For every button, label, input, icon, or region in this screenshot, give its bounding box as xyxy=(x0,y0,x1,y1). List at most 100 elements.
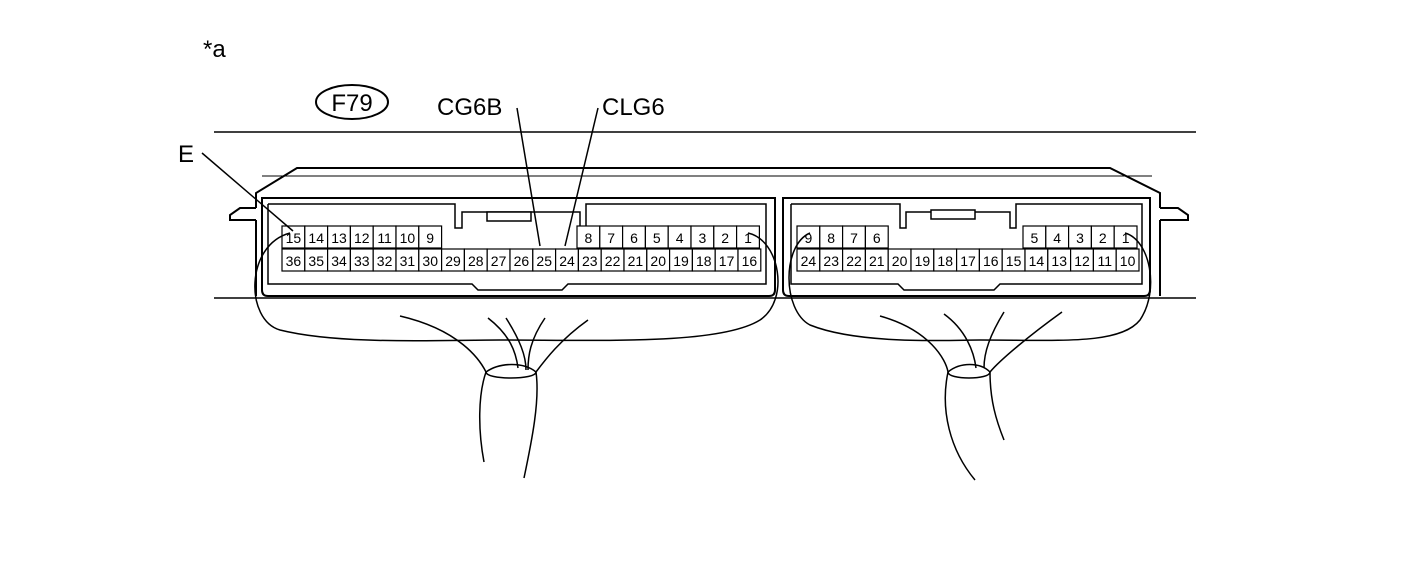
left-connector-bottom-pin-label: 22 xyxy=(605,253,621,269)
connector-id-oval xyxy=(315,84,389,120)
left-connector-top-pin-11: 11 xyxy=(372,225,397,249)
callout-cg6b-label: CG6B xyxy=(437,94,502,121)
left-connector-top-pin-label: 9 xyxy=(426,230,434,246)
left-connector-bottom-pin-label: 33 xyxy=(354,253,370,269)
right-connector-bottom-pin-label: 10 xyxy=(1120,253,1136,269)
right-connector-top-pin-label: 5 xyxy=(1031,230,1039,246)
left-connector-top-pin-2: 2 xyxy=(713,225,738,249)
left-connector-bottom-pin-33: 33 xyxy=(349,248,374,272)
left-connector-bottom-pin-31: 31 xyxy=(395,248,420,272)
left-connector-bottom-pin-label: 18 xyxy=(696,253,712,269)
left-connector-bottom-pin-30: 30 xyxy=(418,248,443,272)
left-connector-top-pin-13: 13 xyxy=(327,225,352,249)
left-connector-bottom-pin-21: 21 xyxy=(623,248,648,272)
left-connector-top-pin-12: 12 xyxy=(349,225,374,249)
right-harness-clamp xyxy=(947,363,991,379)
left-connector-bottom-pin-24: 24 xyxy=(554,248,579,272)
left-connector-bottom-pin-label: 35 xyxy=(308,253,324,269)
right-connector-top-pin-7: 7 xyxy=(841,225,866,249)
right-connector-bottom-pin-16: 16 xyxy=(978,248,1003,272)
left-connector-bottom-pin-label: 24 xyxy=(559,253,575,269)
left-connector-bottom-pin-label: 27 xyxy=(491,253,507,269)
left-connector-bottom-pin-22: 22 xyxy=(600,248,625,272)
right-connector-bottom-pin-label: 15 xyxy=(1006,253,1022,269)
callout-clg6-label: CLG6 xyxy=(602,94,665,121)
left-connector-bottom-pin-label: 16 xyxy=(742,253,758,269)
left-harness-bundle-left xyxy=(399,315,487,463)
ecu-housing xyxy=(229,167,1189,296)
right-connector-bottom-pin-23: 23 xyxy=(819,248,844,272)
left-connector-bottom-pin-32: 32 xyxy=(372,248,397,272)
wire-harness xyxy=(254,232,1152,481)
left-connector-bottom-pin-16: 16 xyxy=(737,248,762,272)
left-connector-inner xyxy=(267,203,767,291)
left-connector-bottom-pin-label: 19 xyxy=(673,253,689,269)
right-connector-top-pin-label: 3 xyxy=(1076,230,1084,246)
housing-right-flange xyxy=(1160,207,1189,221)
callouts xyxy=(201,107,599,247)
right-connector-bottom-pin-11: 11 xyxy=(1092,248,1117,272)
right-connector-top-pin-2: 2 xyxy=(1090,225,1115,249)
left-connector-top-pin-8: 8 xyxy=(576,225,601,249)
right-harness-strand-2 xyxy=(983,311,1005,369)
right-connector-bottom-pin-18: 18 xyxy=(933,248,958,272)
left-connector-top-pin-label: 1 xyxy=(744,230,752,246)
left-connector-bottom-pin-label: 26 xyxy=(514,253,530,269)
left-harness-loop xyxy=(254,232,779,342)
right-connector-bottom-pin-label: 22 xyxy=(846,253,862,269)
left-connector-bottom-pin-label: 32 xyxy=(377,253,393,269)
left-connector-bottom-pin-28: 28 xyxy=(463,248,488,272)
left-connector-bottom-pin-17: 17 xyxy=(714,248,739,272)
left-connector-body xyxy=(261,197,776,297)
callout-e-leader xyxy=(201,152,294,232)
left-connector-top-pin-label: 6 xyxy=(630,230,638,246)
left-connector-top-pin-10: 10 xyxy=(395,225,420,249)
left-connector-bottom-pin-label: 23 xyxy=(582,253,598,269)
left-connector-top-pin-4: 4 xyxy=(667,225,692,249)
right-connector-top-pin-label: 4 xyxy=(1053,230,1061,246)
housing-top-outline xyxy=(255,167,1161,208)
figure-tag: *a xyxy=(203,36,226,63)
left-connector-top-pin-label: 14 xyxy=(308,230,324,246)
left-connector-bottom-pin-35: 35 xyxy=(304,248,329,272)
left-connector-top-pin-cell xyxy=(735,225,760,249)
right-connector-key xyxy=(930,209,976,220)
left-connector-bottom-pin-label: 25 xyxy=(536,253,552,269)
left-connector-bottom-pin-27: 27 xyxy=(486,248,511,272)
left-connector-top-pin-label: 3 xyxy=(699,230,707,246)
right-connector-bottom-pin-label: 17 xyxy=(960,253,976,269)
right-harness-strand-1 xyxy=(943,313,977,369)
left-connector-top-pin-9: 9 xyxy=(418,225,443,249)
left-connector-top-pin-cell xyxy=(418,225,443,249)
left-connector-bottom-pin-cell xyxy=(737,248,762,272)
left-connector-top-pin-3: 3 xyxy=(690,225,715,249)
left-harness-strand-2 xyxy=(505,317,527,371)
callout-clg6-leader xyxy=(564,107,599,247)
right-connector-bottom-pin-label: 16 xyxy=(983,253,999,269)
right-connector-top-pin-4: 4 xyxy=(1045,225,1070,249)
right-connector-top-pin-label: 1 xyxy=(1122,230,1130,246)
left-connector-top-pin-label: 12 xyxy=(354,230,370,246)
left-connector-bottom-pin-25: 25 xyxy=(532,248,557,272)
right-connector-top-pin-5: 5 xyxy=(1022,225,1047,249)
left-connector-bottom-pin-26: 26 xyxy=(509,248,534,272)
left-connector-bottom-pin-label: 36 xyxy=(286,253,302,269)
right-connector-bottom-pin-label: 12 xyxy=(1074,253,1090,269)
right-connector-bottom-pin-12: 12 xyxy=(1069,248,1094,272)
left-connector-bottom-pin-label: 20 xyxy=(650,253,666,269)
left-connector-top-pin-label: 4 xyxy=(676,230,684,246)
right-connector-bottom-pin-13: 13 xyxy=(1047,248,1072,272)
right-connector-bottom-pin-label: 20 xyxy=(892,253,908,269)
right-connector-bottom-pin-14: 14 xyxy=(1024,248,1049,272)
right-connector-bottom-pin-24: 24 xyxy=(796,248,821,272)
right-connector-bottom-pin-10: 10 xyxy=(1115,248,1140,272)
left-connector-top-pin-label: 8 xyxy=(585,230,593,246)
right-connector-top-pin-cell xyxy=(864,225,889,249)
right-connector-top-pin-9: 9 xyxy=(796,225,821,249)
left-connector-bottom-pin-20: 20 xyxy=(646,248,671,272)
right-connector-bottom-pin-label: 13 xyxy=(1051,253,1067,269)
callout-cg6b-leader xyxy=(516,107,541,247)
